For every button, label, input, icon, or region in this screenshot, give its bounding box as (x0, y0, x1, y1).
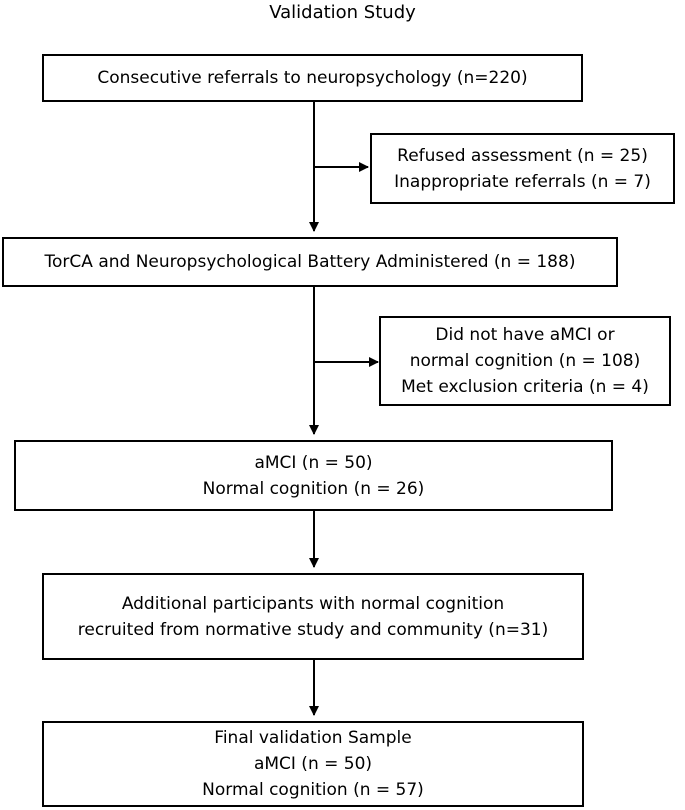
excluded-box-1: Refused assessment (n = 25) Inappropriat… (370, 133, 675, 204)
final-line-1: Final validation Sample (214, 728, 412, 748)
referrals-box: Consecutive referrals to neuropsychology… (42, 54, 583, 102)
additional-line-1: Additional participants with normal cogn… (121, 593, 505, 614)
excluded-2-line-3: Met exclusion criteria (n = 4) (401, 377, 649, 397)
excluded-box-2: Did not have aMCI or normal cognition (n… (379, 316, 671, 406)
excluded-2-line-1: Did not have aMCI or (435, 325, 615, 345)
classified-line-1: aMCI (n = 50) (254, 452, 373, 473)
administered-box: TorCA and Neuropsychological Battery Adm… (2, 237, 618, 287)
classified-line-2: Normal cognition (n = 26) (202, 478, 425, 499)
additional-box: Additional participants with normal cogn… (42, 573, 584, 660)
final-sample-box: Final validation Sample aMCI (n = 50) No… (42, 721, 584, 807)
excluded-1-line-2: Inappropriate referrals (n = 7) (394, 171, 651, 192)
final-line-3: Normal cognition (n = 57) (202, 780, 424, 800)
referrals-line-1: Consecutive referrals to neuropsychology… (97, 68, 528, 88)
final-line-2: aMCI (n = 50) (253, 754, 373, 774)
administered-line-1: TorCA and Neuropsychological Battery Adm… (44, 252, 576, 272)
additional-line-2: recruited from normative study and commu… (77, 619, 549, 640)
excluded-1-line-1: Refused assessment (n = 25) (397, 145, 648, 166)
diagram-title: Validation Study (269, 2, 416, 23)
classified-box: aMCI (n = 50) Normal cognition (n = 26) (14, 440, 613, 511)
excluded-2-line-2: normal cognition (n = 108) (409, 351, 641, 371)
